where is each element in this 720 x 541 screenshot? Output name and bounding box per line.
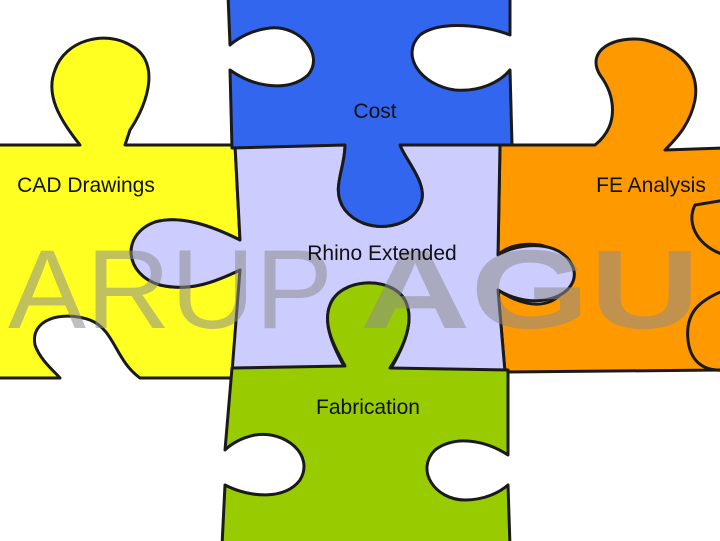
fe-analysis-label: FE Analysis [596,174,706,197]
watermark-arup: ARUP [8,227,333,352]
fabrication-piece [220,281,512,541]
watermark-agu: AGU [360,227,700,352]
rhino-extended-label: Rhino Extended [307,242,456,265]
fabrication-label: Fabrication [316,396,420,419]
cost-label: Cost [353,100,396,123]
cad-drawings-label: CAD Drawings [17,174,155,197]
cost-piece [226,0,514,228]
